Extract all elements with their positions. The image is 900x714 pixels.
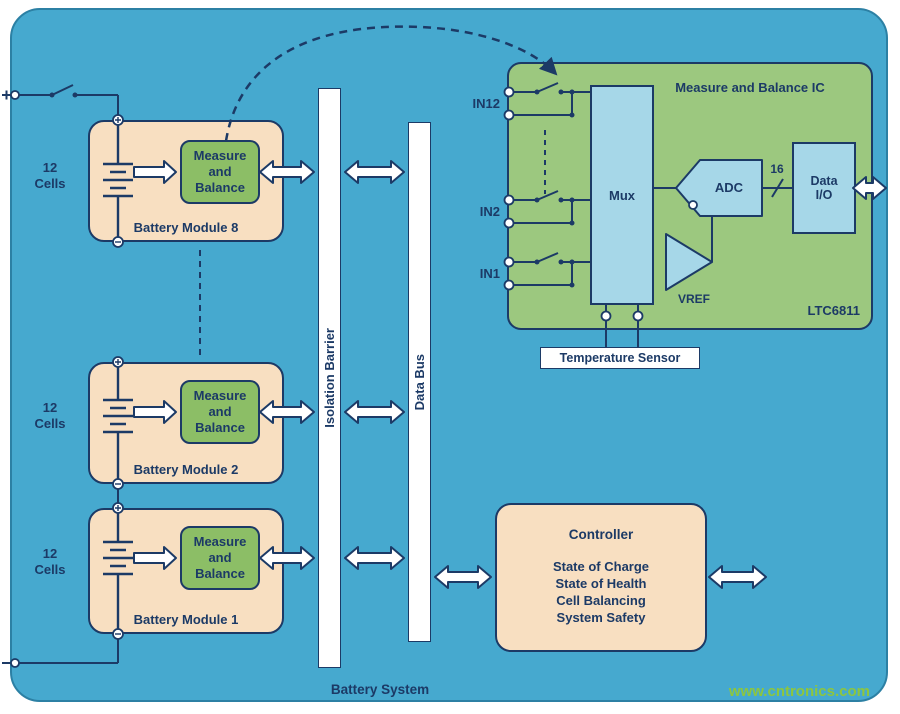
measure-balance-label: Measure and Balance: [193, 534, 247, 581]
adc-label: ADC: [714, 180, 744, 195]
module-8-cells-label: 12 Cells: [34, 160, 66, 191]
ic-part-number: LTC6811: [807, 303, 860, 318]
data-io-block: Data I/O: [792, 142, 856, 234]
battery-system-label: Battery System: [330, 682, 430, 697]
isolation-barrier-label: Isolation Barrier: [322, 328, 337, 428]
module-2-name: Battery Module 2: [133, 462, 239, 477]
data-bus-label: Data Bus: [412, 353, 427, 411]
temperature-sensor-label: Temperature Sensor: [559, 351, 681, 365]
controller-item: System Safety: [556, 610, 646, 625]
data-io-label: Data I/O: [810, 174, 838, 202]
controller: Controller State of Charge State of Heal…: [495, 503, 707, 652]
measure-balance-box-module-8: Measure and Balance: [180, 140, 260, 204]
controller-item: State of Charge: [552, 559, 650, 574]
mux-block: Mux: [590, 85, 654, 305]
controller-item: Cell Balancing: [556, 593, 646, 608]
module-1-name: Battery Module 1: [133, 612, 239, 627]
data-bus: Data Bus: [408, 122, 431, 642]
measure-balance-label: Measure and Balance: [193, 148, 247, 195]
controller-title: Controller: [568, 527, 634, 542]
input-label-in1: IN1: [479, 266, 500, 281]
temperature-sensor: Temperature Sensor: [540, 347, 700, 369]
controller-item: State of Health: [555, 576, 647, 591]
measure-balance-box-module-1: Measure and Balance: [180, 526, 260, 590]
bus-width-label: 16: [770, 162, 784, 176]
input-label-in2: IN2: [479, 204, 500, 219]
module-2-cells-label: 12 Cells: [34, 400, 66, 431]
measure-balance-box-module-2: Measure and Balance: [180, 380, 260, 444]
vref-label: VREF: [677, 292, 710, 306]
isolation-barrier: Isolation Barrier: [318, 88, 341, 668]
module-1-cells-label: 12 Cells: [34, 546, 66, 577]
ic-title: Measure and Balance IC: [675, 80, 825, 95]
watermark-text: www.cntronics.com: [728, 683, 870, 700]
module-8-name: Battery Module 8: [133, 220, 239, 235]
measure-balance-label: Measure and Balance: [193, 388, 247, 435]
input-label-in12: IN12: [472, 96, 500, 111]
mux-label: Mux: [609, 187, 635, 203]
